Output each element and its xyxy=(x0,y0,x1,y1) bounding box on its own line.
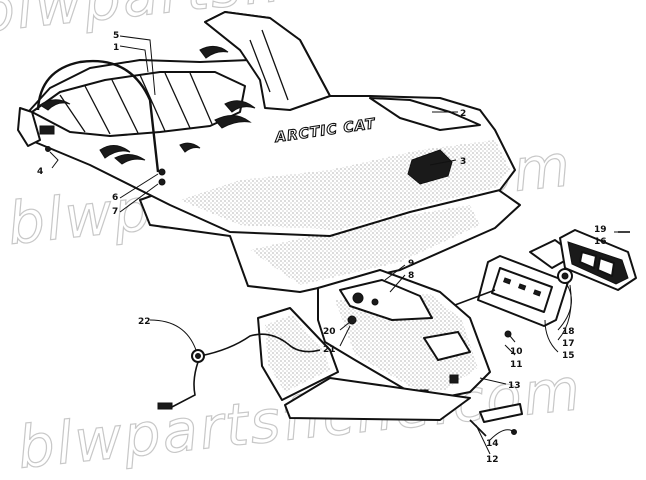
housing-top-cutout xyxy=(339,279,433,321)
callout-8: 8 xyxy=(408,271,414,281)
seat-hood-assembly: ARCTIC CAT xyxy=(17,11,521,293)
leader-lines xyxy=(49,35,622,455)
side-vent xyxy=(369,97,481,131)
hump-contour xyxy=(249,29,289,101)
hood-skirt-shading xyxy=(250,205,480,285)
housing-socket xyxy=(352,292,364,304)
tiger-stripe-decals xyxy=(39,46,256,165)
rivet-6 xyxy=(158,168,166,176)
callout-2: 2 xyxy=(460,109,466,119)
rivet-7 xyxy=(158,178,166,186)
callout-17: 17 xyxy=(562,339,575,349)
callout-20: 20 xyxy=(323,327,336,337)
callout-12: 12 xyxy=(486,455,499,465)
harness-wire xyxy=(199,333,321,357)
housing-shading xyxy=(335,294,478,392)
bulb-filament xyxy=(561,272,569,280)
callout-3: 3 xyxy=(460,157,466,167)
callout-5: 5 xyxy=(113,31,119,41)
seat-stitch-lines xyxy=(59,72,213,135)
lens-cell-1 xyxy=(579,251,597,269)
callout-15: 15 xyxy=(562,351,575,361)
harness-pigtail xyxy=(169,361,199,409)
callout-10: 10 xyxy=(510,347,523,357)
rivet-4 xyxy=(45,146,51,152)
lens-cell-2 xyxy=(597,257,615,277)
rear-hump xyxy=(204,11,331,111)
housing-tab xyxy=(449,374,459,384)
callout-19: 19 xyxy=(594,225,607,235)
hood-light-opening xyxy=(407,149,453,185)
callout-9: 9 xyxy=(408,259,414,269)
reflector-13 xyxy=(479,403,523,423)
callout-14: 14 xyxy=(486,439,499,449)
callout-13: 13 xyxy=(508,381,521,391)
callout-16: 16 xyxy=(594,237,607,247)
bumper-rail xyxy=(284,377,471,421)
mounting-shaft xyxy=(454,289,496,306)
callout-numbers: 5 1 2 3 4 6 7 9 8 19 16 10 11 13 14 12 1… xyxy=(37,31,607,465)
callout-11: 11 xyxy=(510,360,523,370)
lens-gasket-group xyxy=(454,239,576,327)
callout-7: 7 xyxy=(112,207,118,217)
callout-18: 18 xyxy=(562,327,575,337)
seat-rear-panel xyxy=(17,107,41,147)
harness-grommet-hole xyxy=(195,353,201,359)
wiring-harness-group xyxy=(157,307,471,421)
nut-10 xyxy=(504,330,512,338)
callout-22: 22 xyxy=(138,317,151,327)
gasket-slots xyxy=(502,277,542,297)
seat-cushion xyxy=(31,71,246,137)
callout-1: 1 xyxy=(113,43,119,53)
bracket-shading xyxy=(265,315,330,392)
seat-latch xyxy=(39,125,55,135)
grab-strap xyxy=(36,59,160,173)
taillight-lens xyxy=(559,229,637,291)
harness-connector xyxy=(157,402,173,410)
callout-4: 4 xyxy=(37,167,43,177)
callout-21: 21 xyxy=(323,345,336,355)
callout-6: 6 xyxy=(112,193,118,203)
housing-bolt xyxy=(371,298,379,306)
housing-window xyxy=(423,331,471,361)
